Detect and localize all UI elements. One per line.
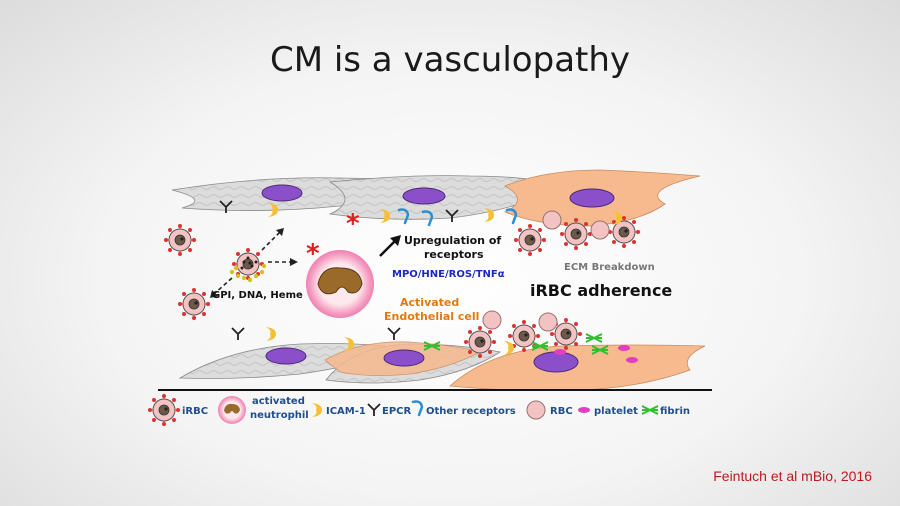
legend-rbc-icon — [526, 400, 546, 420]
circulating-cells — [163, 223, 401, 321]
legend-neutrophil-label: neutrophil — [250, 410, 309, 421]
mediators-label: MPO/HNE/ROS/TNFα — [392, 269, 505, 280]
irbc — [513, 223, 547, 257]
asterisk-label: * — [306, 239, 320, 269]
ruptured-irbc — [229, 247, 267, 283]
irbc — [607, 215, 641, 249]
upregulation-label: receptors — [424, 248, 484, 261]
top-endothelium — [171, 169, 701, 257]
legend-irbc-icon — [147, 393, 181, 427]
legend-other-receptor-icon — [411, 400, 424, 417]
activated-label: Activated — [400, 296, 459, 309]
legend-neutrophil-icon — [218, 396, 246, 424]
irbc — [163, 223, 197, 257]
ecm-label: ECM Breakdown — [564, 262, 655, 273]
platelet — [626, 357, 638, 363]
activated-label: Endothelial cell — [384, 310, 479, 323]
legend-icam-icon — [312, 403, 322, 417]
legend-epcr-label: EPCR — [382, 406, 411, 417]
legend: iRBC activated neutrophil ICAM-1 EPCR Ot… — [147, 393, 690, 427]
fibrin — [585, 333, 603, 343]
gpi-label: GPI, DNA, Heme — [212, 290, 303, 301]
legend-fibrin-icon — [641, 405, 659, 415]
legend-icam-label: ICAM-1 — [326, 406, 366, 417]
asterisk-label: * — [346, 209, 360, 239]
legend-neutrophil-label: activated — [252, 396, 305, 407]
rbc — [542, 210, 562, 230]
legend-other-receptor-label: Other receptors — [426, 406, 516, 417]
rbc — [538, 312, 558, 332]
bottom-endothelium — [178, 310, 706, 391]
upregulation-label: Upregulation of — [404, 234, 501, 247]
legend-rbc-label: RBC — [550, 406, 573, 417]
platelet — [554, 349, 566, 355]
solid-arrow — [379, 239, 397, 257]
rbc — [482, 310, 502, 330]
irbc — [559, 217, 593, 251]
irbc — [177, 287, 211, 321]
slide-title: CM is a vasculopathy — [269, 40, 631, 80]
adherence-label: iRBC adherence — [530, 281, 672, 300]
activated-neutrophil — [306, 250, 374, 318]
nucleus — [265, 347, 307, 365]
nucleus — [533, 351, 579, 373]
legend-platelet-label: platelet — [594, 406, 638, 417]
citation: Feintuch et al mBio, 2016 — [713, 468, 872, 484]
diagram-labels: * * GPI, DNA, Heme Upregulation of recep… — [212, 209, 672, 323]
rbc — [590, 220, 610, 240]
platelet — [618, 345, 630, 351]
legend-platelet-icon — [578, 407, 590, 413]
legend-epcr-icon — [367, 403, 381, 417]
dashed-arrow — [261, 231, 281, 251]
epcr-receptor — [231, 327, 245, 341]
legend-fibrin-label: fibrin — [660, 406, 690, 417]
nucleus — [383, 349, 425, 367]
nucleus — [261, 184, 303, 202]
nucleus — [569, 188, 615, 208]
nucleus — [402, 187, 446, 205]
irbc — [463, 325, 497, 359]
legend-irbc-label: iRBC — [182, 406, 208, 417]
epcr-receptor — [387, 327, 401, 341]
icam-receptor — [266, 327, 276, 341]
